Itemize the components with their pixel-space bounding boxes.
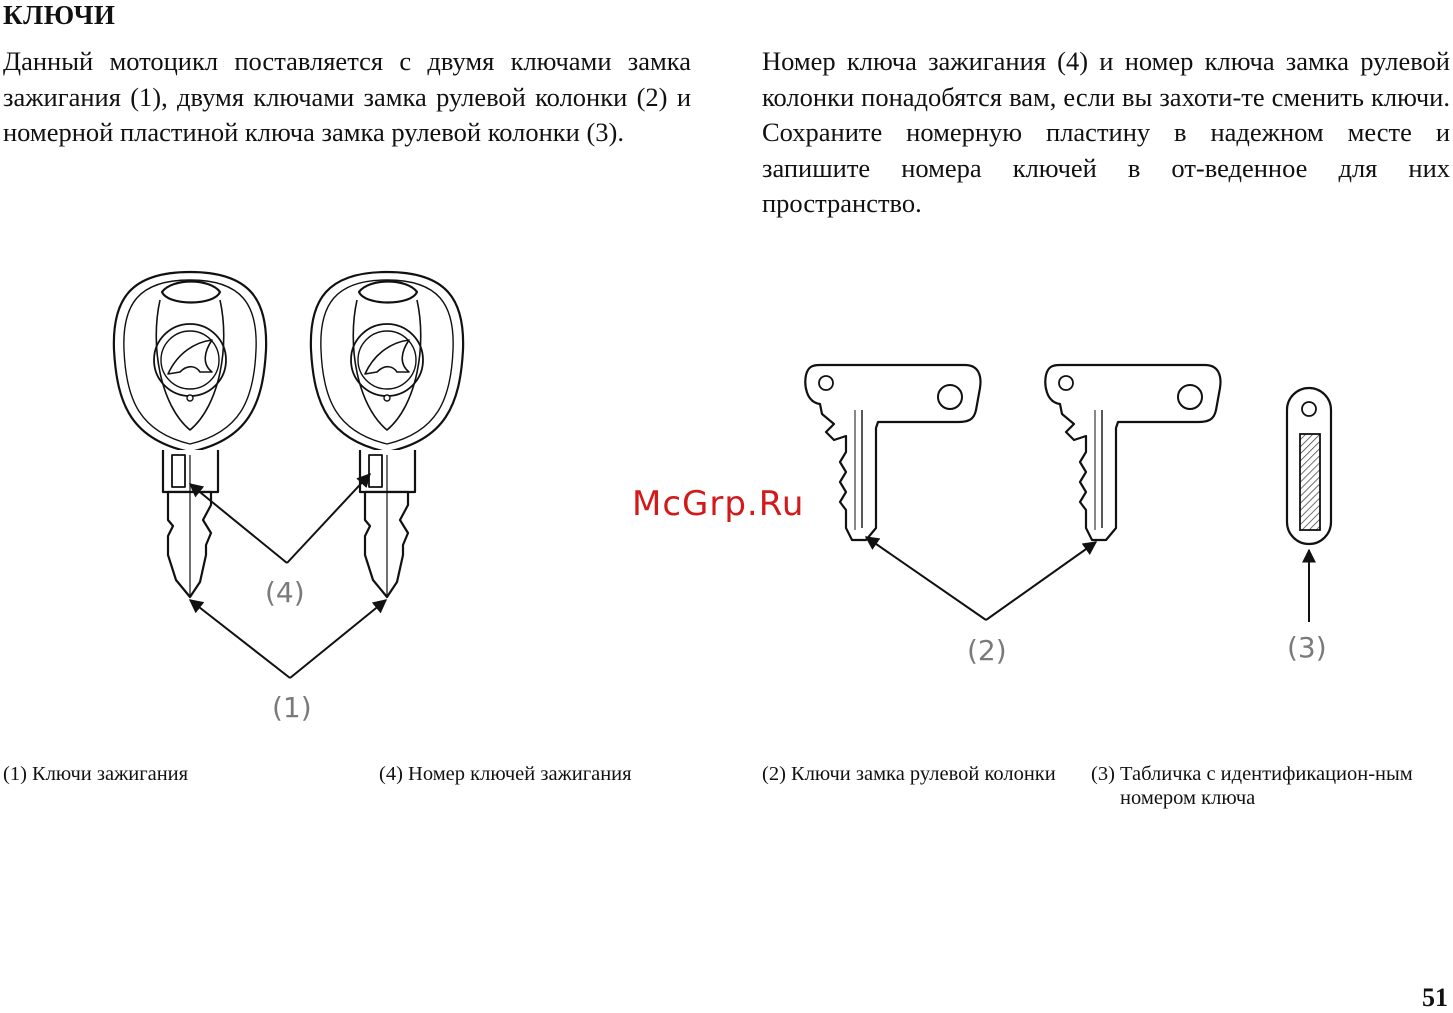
caption-number: (2)	[762, 763, 792, 785]
caption-text: Табличка с идентификацион-ным номером кл…	[1120, 763, 1413, 809]
caption-steering-keys: (2) Ключи замка рулевой колонки	[762, 762, 1062, 786]
caption-text: Ключи замка рулевой колонки	[791, 763, 1056, 785]
leader-lines-steering	[864, 536, 1098, 621]
callout-4: (4)	[265, 576, 305, 609]
paragraph-key-numbers: Номер ключа зажигания (4) и номер ключа …	[762, 46, 1450, 218]
caption-text: Номер ключей зажигания	[408, 763, 632, 785]
page-number: 51	[1422, 983, 1448, 1012]
watermark: McGrp.Ru	[632, 484, 805, 524]
callout-2: (2)	[967, 634, 1007, 667]
ignition-key-right	[309, 270, 465, 599]
caption-number: (4)	[379, 763, 409, 785]
caption-key-plate: (3) Табличка с идентификацион-ным номеро…	[1091, 762, 1451, 810]
caption-ignition-key-number: (4) Номер ключей зажигания	[379, 762, 632, 786]
caption-number: (1)	[3, 763, 33, 785]
caption-ignition-keys: (1) Ключи зажигания	[3, 762, 188, 786]
steering-key-left	[804, 363, 982, 542]
caption-text: Ключи зажигания	[32, 763, 189, 785]
ignition-key-left	[112, 270, 268, 599]
callout-1: (1)	[272, 691, 312, 724]
leader-lines-ignition	[188, 472, 388, 679]
section-title: КЛЮЧИ	[3, 0, 116, 30]
paragraph-keys-supplied: Данный мотоцикл поставляется с двумя клю…	[3, 46, 691, 147]
caption-number: (3)	[1091, 763, 1121, 785]
key-number-plate	[1285, 386, 1333, 546]
steering-key-right	[1044, 363, 1222, 542]
callout-3: (3)	[1287, 631, 1327, 664]
